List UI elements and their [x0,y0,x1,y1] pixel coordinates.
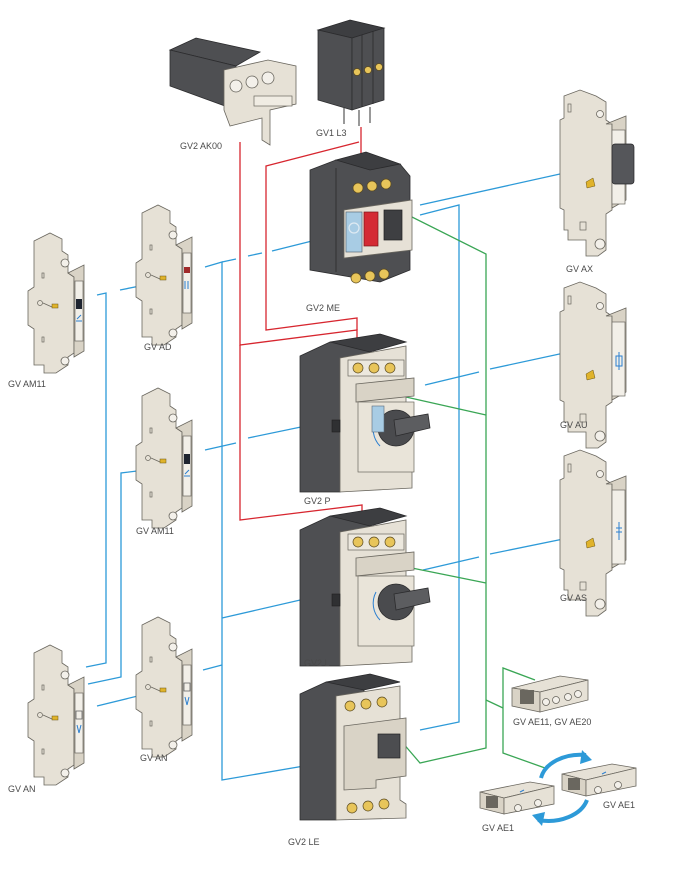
toggle-handle [377,733,401,759]
component-gv2l[interactable]: GV2 L [299,507,431,668]
component-gv2me[interactable]: GV2 ME [306,151,413,313]
component-gvan-left[interactable]: GV AN [8,644,85,794]
aux-link-gvam11-left [85,292,107,668]
component-gvan-mid[interactable]: GV AN [135,616,193,763]
aux-link-gvax [419,169,579,206]
component-gvam11-left[interactable]: GV AM11 [8,232,85,389]
front-link-ae-bus [485,699,504,709]
front-link-gvae11 [502,667,546,769]
label-gvau: GV AU [560,420,588,430]
label-gvam11-mid: GV AM11 [136,526,174,536]
label-gv2ak00: GV2 AK00 [180,141,222,151]
label-gvam11-left: GV AM11 [8,379,46,389]
component-gv1l3[interactable]: GV1 L3 [316,19,386,138]
start-button [363,211,379,247]
rotate-arrow-bottom [537,799,589,823]
component-gv2le[interactable]: GV2 LE [288,673,407,847]
component-gvas[interactable]: GV AS [559,449,627,617]
component-gvau[interactable]: GV AU [559,281,627,449]
component-gv2p[interactable]: GV2 P [299,333,431,506]
label-gv2le: GV2 LE [288,837,320,847]
aux-link-gvas [422,556,480,571]
aux-link-gvau [424,371,480,386]
aux-link-gvam11-gv2p [204,442,237,451]
aux-link-gvad-main [204,261,305,781]
label-gv2l: GV2 L [304,658,330,668]
label-gv2p: GV2 P [304,496,331,506]
component-gvae1-right[interactable]: GV AE1 [561,763,637,810]
gvax-handle [611,143,635,185]
rotate-arrowhead-top-icon [580,750,592,764]
label-gvan-left: GV AN [8,784,36,794]
label-gv2me: GV2 ME [306,303,340,313]
label-gvas: GV AS [560,593,587,603]
front-link-gv2me [371,196,487,764]
component-gvae1-left[interactable]: GV AE1 [479,781,555,833]
aux-link-gvad-gv2me [221,258,237,263]
component-gvam11-mid[interactable]: GV AM11 [135,387,193,536]
label-gvae1-left: GV AE1 [482,823,514,833]
aux-link-right-bus [419,204,460,731]
aux-link-gvam11-mid [87,469,146,685]
power-link-gv1l3-branch [265,141,360,331]
setting-dial-cover [345,211,363,253]
label-gvae11: GV AE11, GV AE20 [513,717,591,727]
front-link-gv2p [396,394,487,416]
rotate-arrow-top [539,752,587,779]
stop-button [383,209,403,241]
rotate-arrows [532,750,592,826]
component-gvax[interactable]: GV AX [559,89,635,274]
label-gvae1-right: GV AE1 [603,800,635,810]
rotate-arrowhead-bottom-icon [532,812,545,826]
label-gvad: GV AD [144,342,172,352]
component-gvae11[interactable]: GV AE11, GV AE20 [511,675,591,727]
label-gvax: GV AX [566,264,593,274]
label-gv1l3: GV1 L3 [316,128,347,138]
component-gvad[interactable]: GV AD [135,204,193,352]
label-gvan-mid: GV AN [140,753,168,763]
component-gv2ak00[interactable]: GV2 AK00 [168,37,297,151]
aux-link-gvad-gv2me-seg2 [247,252,263,257]
aux-link-gvan-mid [202,664,223,671]
